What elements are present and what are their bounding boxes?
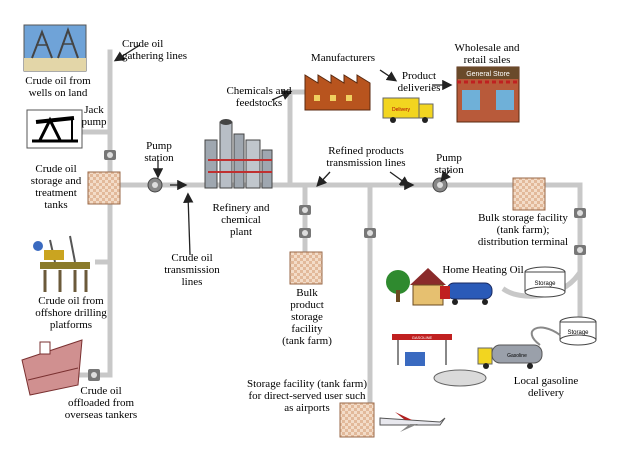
delivery-truck-picture: Delivery <box>382 97 434 123</box>
arrow-manufacturers <box>379 69 398 82</box>
valve-icon <box>104 150 116 160</box>
wholesale-label: Wholesale and retail sales <box>454 42 520 66</box>
offshore-platform-picture <box>33 230 95 292</box>
storage-tank-text-1: Storage <box>534 281 556 287</box>
transmission-label: Crude oil transmission lines <box>164 252 220 288</box>
local-gasoline-picture: Storage GASOLINE Gasoline <box>392 316 597 387</box>
crude-storage-tank <box>87 171 121 205</box>
home-heating-picture: Storage <box>386 266 566 306</box>
jack-pump-picture <box>26 109 83 149</box>
jack-pump-label: Jack pump <box>81 104 107 128</box>
valve-icon <box>88 369 100 381</box>
storage-treatment-label: Crude oil storage and treatment tanks <box>30 163 82 211</box>
refinery-label: Refinery and chemical plant <box>212 202 270 238</box>
refinery-picture <box>204 119 273 189</box>
pump-station-label-2: Pump station <box>434 152 464 176</box>
factory-picture <box>304 74 371 111</box>
general-store-picture: General Store <box>456 66 520 123</box>
direct-user-tank <box>339 402 375 438</box>
storage-tank-text-2: Storage <box>567 330 589 336</box>
pump-icon <box>432 177 448 193</box>
gathering-label: Crude oil gathering lines <box>122 38 188 62</box>
home-heating-label: Home Heating Oil <box>442 264 524 276</box>
arrow-pump2 <box>440 169 451 183</box>
delivery-truck-text: Delivery <box>392 107 411 113</box>
arrow-gathering <box>113 44 141 62</box>
tanker-ship-picture <box>21 339 83 396</box>
refined-products-label: Refined products transmission lines <box>326 145 406 169</box>
bulk-product-tank <box>289 251 323 285</box>
bulk-terminal-tank <box>512 177 546 211</box>
wells-picture <box>23 24 87 72</box>
valve-icon <box>574 208 586 218</box>
product-deliveries-label: Product deliveries <box>397 70 441 94</box>
gas-station-sign: GASOLINE <box>412 335 433 340</box>
tankers-label: Crude oil offloaded from overseas tanker… <box>64 385 138 421</box>
arrow-refined-left <box>316 171 331 187</box>
offshore-label: Crude oil from offshore drilling platfor… <box>35 295 107 331</box>
storage-direct-label: Storage facility (tank farm) for direct-… <box>246 378 368 414</box>
valves <box>88 150 586 381</box>
airplane-picture <box>379 412 446 432</box>
bulk-product-label: Bulk product storage facility (tank farm… <box>282 287 332 347</box>
valve-icon <box>299 228 311 238</box>
gasoline-truck-text: Gasoline <box>507 353 527 359</box>
valve-icon <box>299 205 311 215</box>
wells-label: Crude oil from wells on land <box>25 75 91 99</box>
pump-station-label-1: Pump station <box>144 140 174 164</box>
pump-icon <box>147 177 163 193</box>
arrow-chemicals <box>271 90 293 101</box>
flow-arrows <box>113 44 453 256</box>
valve-icon <box>574 245 586 255</box>
local-gasoline-label: Local gasoline delivery <box>513 375 579 399</box>
manufacturers-label: Manufacturers <box>310 52 376 64</box>
general-store-sign: General Store <box>466 71 510 78</box>
arrow-transmission <box>183 192 194 256</box>
bulk-terminal-label: Bulk storage facility (tank farm); distr… <box>477 212 569 248</box>
valve-icon <box>364 228 376 238</box>
chemicals-label: Chemicals and feedstocks <box>226 85 292 109</box>
